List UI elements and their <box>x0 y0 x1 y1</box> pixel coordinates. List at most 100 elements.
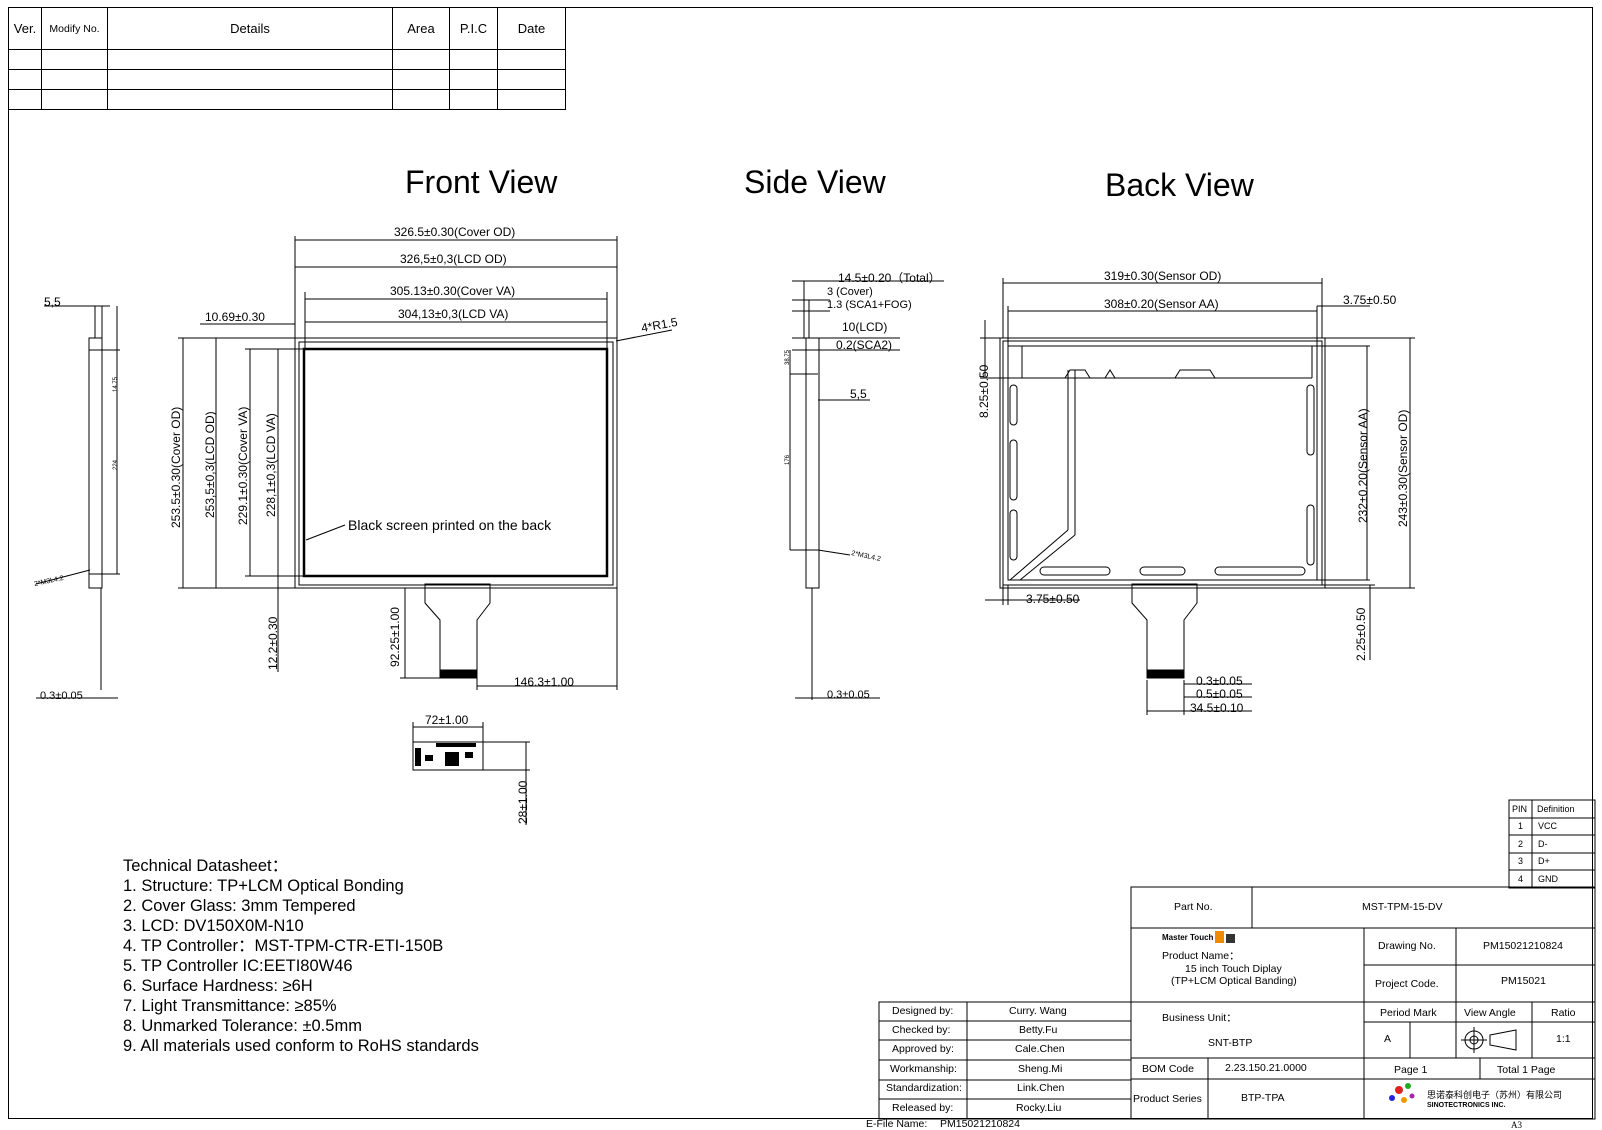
period-mark-value: A <box>1384 1033 1392 1045</box>
pin-definition: D+ <box>1538 856 1550 866</box>
rev-header-modify: Modify No. <box>41 7 108 50</box>
signoff-name: Rocky.Liu <box>1016 1102 1062 1114</box>
front-note-label: Black screen printed on the back <box>348 517 552 533</box>
table-row <box>8 49 566 70</box>
project-code-value: PM15021 <box>1501 975 1546 987</box>
drawing-no-value: PM15021210824 <box>1483 940 1563 952</box>
dim-label: 38.75 <box>785 349 791 365</box>
signoff-label: Approved by: <box>892 1043 954 1055</box>
project-code-label: Project Code. <box>1375 978 1439 990</box>
pin-definition: VCC <box>1538 821 1558 831</box>
dim-label: 3 (Cover) <box>827 286 873 298</box>
bom-code-label: BOM Code <box>1142 1063 1194 1075</box>
ratio-label: Ratio <box>1551 1007 1576 1019</box>
business-unit-value: SNT-BTP <box>1208 1037 1253 1049</box>
dim-label: 1.3 (SCA1+FOG) <box>827 299 912 311</box>
dim-label: 12.2±0.30 <box>266 616 280 670</box>
list-item: 9. All materials used conform to RoHS st… <box>123 1037 479 1055</box>
list-item: 1. Structure: TP+LCM Optical Bonding <box>123 877 404 895</box>
drawing-no-label: Drawing No. <box>1378 940 1436 952</box>
signoff-name: Link.Chen <box>1017 1082 1065 1094</box>
back-view-title: Back View <box>1105 167 1254 203</box>
dim-label: 176 <box>785 454 791 465</box>
dim-label: 0.3±0.05 <box>40 690 83 702</box>
page-number: Page 1 <box>1394 1064 1428 1076</box>
signoff-label: Standardization: <box>886 1082 962 1094</box>
signoff-name: Curry. Wang <box>1009 1005 1067 1017</box>
signoff-label: Designed by: <box>892 1005 954 1017</box>
dim-label: 305.13±0.30(Cover VA) <box>390 284 516 298</box>
total-pages: Total 1 Page <box>1497 1064 1556 1076</box>
bom-code-value: 2.23.150.21.0000 <box>1225 1062 1307 1074</box>
company-name-cn: 思诺泰科创电子（苏州）有限公司 <box>1427 1090 1563 1100</box>
pin-number: 4 <box>1518 874 1524 884</box>
pin-number: 1 <box>1518 821 1524 831</box>
company-logo-mark <box>1389 1083 1415 1103</box>
dim-label: 304,13±0,3(LCD VA) <box>398 307 509 321</box>
dim-label: 308±0.20(Sensor AA) <box>1104 297 1219 311</box>
list-item: 8. Unmarked Tolerance: ±0.5mm <box>123 1017 362 1035</box>
dim-label: 243±0.30(Sensor OD) <box>1396 409 1410 527</box>
front-view-title: Front View <box>405 164 558 200</box>
dim-label: 14.5±0.20（Total） <box>838 271 941 285</box>
technical-datasheet: Technical Datasheet： 1. Structure: TP+LC… <box>123 856 479 1056</box>
drawing-frame <box>8 7 1593 1119</box>
dim-label: 0.3±0.05 <box>827 689 870 701</box>
list-item: 6. Surface Hardness: ≥6H <box>123 977 313 995</box>
list-item: 3. LCD: DV150X0M-N10 <box>123 917 304 935</box>
list-item: 2. Cover Glass: 3mm Tempered <box>123 897 356 915</box>
dim-label: 232±0.20(Sensor AA) <box>1356 408 1370 523</box>
dim-label: 229.1±0.30(Cover VA) <box>236 406 250 525</box>
dim-label: 14.75 <box>113 376 119 392</box>
dim-label: 326.5±0.30(Cover OD) <box>394 225 516 239</box>
pin-definition: GND <box>1538 874 1558 884</box>
left-profile <box>88 337 103 589</box>
pin-def-header: Definition <box>1537 804 1575 814</box>
view-angle-label: View Angle <box>1464 1007 1516 1019</box>
signoff-label: Workmanship: <box>890 1063 957 1075</box>
dim-label: 2.25±0.50 <box>1354 607 1368 661</box>
dim-label: 92.25±1.00 <box>388 607 402 667</box>
brand-logo-mark <box>1215 931 1235 943</box>
signoff-name: Betty.Fu <box>1019 1024 1058 1036</box>
list-item: 4. TP Controller：MST-TPM-CTR-ETI-150B <box>123 937 444 955</box>
period-mark-label: Period Mark <box>1380 1007 1437 1019</box>
rev-header-date: Date <box>497 7 566 50</box>
side-view-title: Side View <box>744 164 886 200</box>
dim-label: 10.69±0.30 <box>205 310 265 324</box>
part-no-label: Part No. <box>1174 901 1213 913</box>
dim-label: 228,1±0,3(LCD VA) <box>264 413 278 517</box>
product-series-label: Product Series <box>1133 1093 1202 1105</box>
signoff-label: Released by: <box>892 1102 954 1114</box>
fpc-connector <box>412 741 484 771</box>
dim-label: 5,5 <box>850 387 867 401</box>
revision-table: Ver. Modify No. Details Area P.I.C Date <box>8 7 566 110</box>
dim-label: 319±0.30(Sensor OD) <box>1104 269 1222 283</box>
back-fpc <box>1131 583 1198 676</box>
dim-label: 28±1.00 <box>516 780 530 824</box>
ratio-value: 1:1 <box>1556 1033 1571 1045</box>
signoff-name: Cale.Chen <box>1015 1043 1065 1055</box>
brand-logo: Master Touch <box>1162 933 1214 942</box>
pin-number: 3 <box>1518 856 1524 866</box>
list-item: 5. TP Controller IC:EETI80W46 <box>123 957 353 975</box>
signoff-label: Checked by: <box>892 1024 951 1036</box>
dim-label: 3.75±0.50 <box>1026 592 1080 606</box>
dim-label: 8.25±0.50 <box>977 364 991 418</box>
dim-label: 0.2(SCA2) <box>836 338 893 352</box>
dim-label: 10(LCD) <box>842 320 888 334</box>
pin-number: 2 <box>1518 839 1524 849</box>
dim-label: 0.5±0.05 <box>1196 687 1243 701</box>
dim-label: 34.5±0.10 <box>1190 701 1244 715</box>
product-series-value: BTP-TPA <box>1241 1092 1285 1104</box>
sheet-size: A3 <box>1511 1120 1522 1130</box>
company-name-en: SINOTECTRONICS INC. <box>1427 1102 1506 1109</box>
table-row <box>8 69 566 90</box>
front-fpc <box>424 583 491 676</box>
signoff-name: Sheng.Mi <box>1018 1063 1063 1075</box>
dim-label: 253,5±0,3(LCD OD) <box>203 411 217 518</box>
pin-header: PIN <box>1512 804 1528 814</box>
back-outline <box>999 337 1326 589</box>
dim-label: 3.75±0.50 <box>1343 293 1397 307</box>
